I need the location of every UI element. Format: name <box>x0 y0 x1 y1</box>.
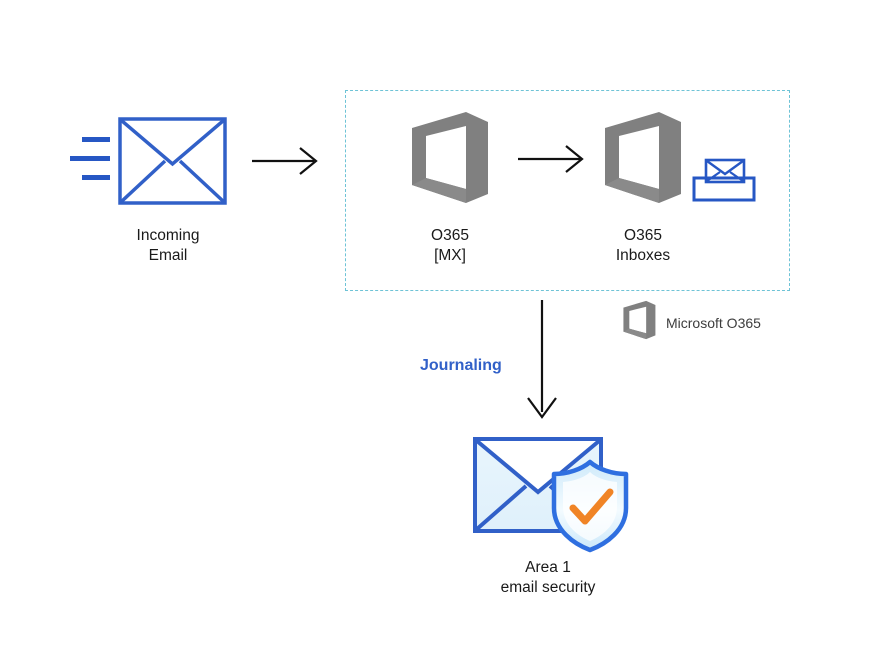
incoming-email-label: Incoming Email <box>136 227 200 264</box>
shielded-envelope-icon <box>473 437 629 553</box>
o365-inboxes-label: O365 Inboxes <box>615 227 671 264</box>
o365-mx-label: O365 [MX] <box>431 227 469 264</box>
o365-inboxes-node <box>597 110 687 205</box>
area1-node <box>468 432 633 553</box>
inbox-tray-envelope-icon <box>692 158 756 202</box>
arrow-inboxes-to-area1 <box>520 300 564 422</box>
legend-o365-icon-wrap <box>620 300 658 340</box>
area1-label: Area 1 email security <box>500 559 596 596</box>
arrow-incoming-to-mx <box>252 146 322 176</box>
inbox-tray-node <box>692 156 756 204</box>
office365-icon <box>412 112 488 203</box>
office365-icon <box>605 112 681 203</box>
legend-label: Microsoft O365 <box>666 315 761 331</box>
arrow-mx-to-inboxes <box>518 144 588 174</box>
arrow-right-icon <box>518 145 584 173</box>
incoming-email-node <box>70 115 230 210</box>
o365-mx-node <box>404 110 494 205</box>
journaling-label: Journaling <box>420 357 502 374</box>
arrow-down-icon <box>527 300 557 419</box>
microsoft-o365-boundary-box <box>345 90 790 291</box>
office365-icon <box>623 300 656 340</box>
envelope-icon <box>70 117 227 205</box>
arrow-right-icon <box>252 147 318 175</box>
